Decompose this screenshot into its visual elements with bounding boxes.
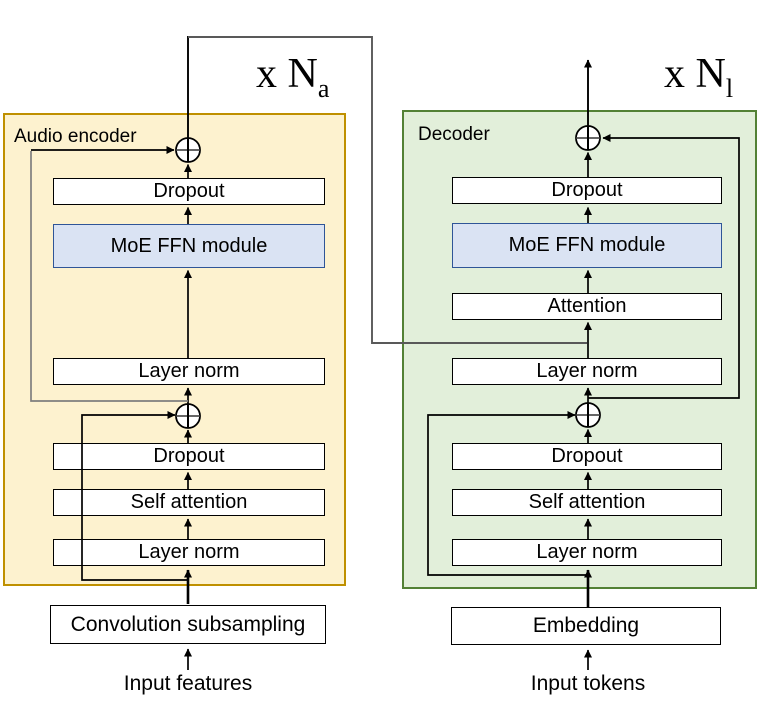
- decoder-block-dropout-top: Dropout: [452, 177, 722, 204]
- decoder-embedding-block: Embedding: [451, 607, 721, 645]
- decoder-repeat-label: x Nl: [664, 50, 733, 104]
- decoder-block-moe-ffn: MoE FFN module: [452, 223, 722, 268]
- encoder-block-self-attention: Self attention: [53, 489, 325, 516]
- audio-encoder-title: Audio encoder: [14, 126, 137, 147]
- decoder-repeat-base: x N: [664, 51, 726, 97]
- decoder-block-layer-norm-mid: Layer norm: [452, 358, 722, 385]
- decoder-block-layer-norm-bottom: Layer norm: [452, 539, 722, 566]
- decoder-block-self-attention: Self attention: [452, 489, 722, 516]
- decoder-block-dropout-bottom: Dropout: [452, 443, 722, 470]
- encoder-block-moe-ffn: MoE FFN module: [53, 224, 325, 268]
- decoder-title: Decoder: [418, 124, 490, 145]
- encoder-repeat-label: x Na: [256, 50, 329, 104]
- decoder-input-label: Input tokens: [530, 672, 646, 695]
- encoder-convolution-subsampling-block: Convolution subsampling: [50, 605, 326, 644]
- decoder-block-attention: Attention: [452, 293, 722, 320]
- decoder-repeat-subscript: l: [725, 74, 734, 103]
- encoder-block-layer-norm-bottom: Layer norm: [53, 539, 325, 566]
- encoder-input-label: Input features: [123, 672, 253, 695]
- encoder-repeat-base: x N: [256, 51, 318, 97]
- encoder-block-dropout-top: Dropout: [53, 178, 325, 205]
- encoder-repeat-subscript: a: [317, 74, 330, 103]
- encoder-block-layer-norm-mid: Layer norm: [53, 358, 325, 385]
- encoder-block-dropout-bottom: Dropout: [53, 443, 325, 470]
